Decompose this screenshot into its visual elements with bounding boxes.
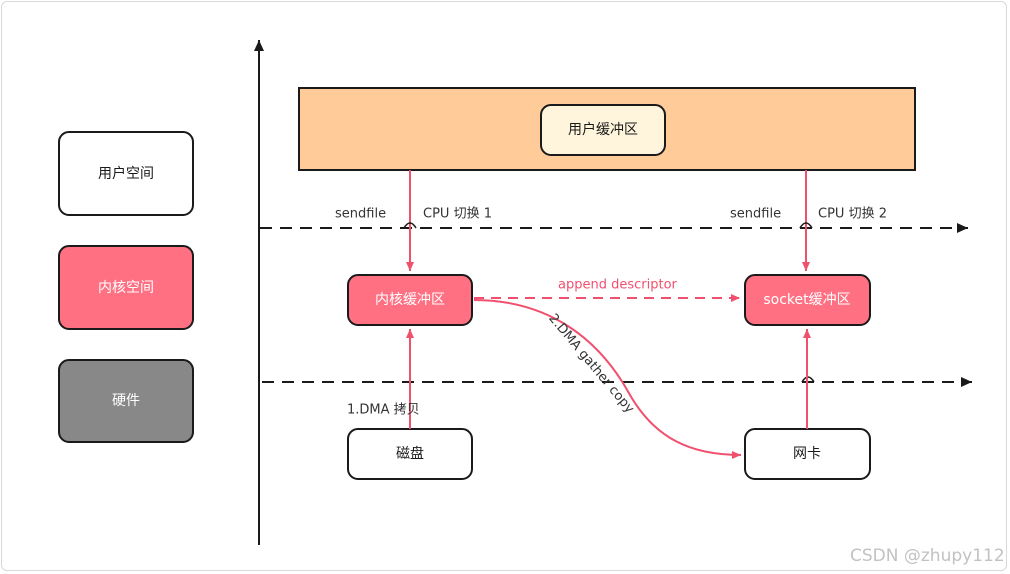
- kernel-buffer-node: 内核缓冲区: [347, 274, 473, 326]
- dma-copy-label: 1.DMA 拷贝: [347, 403, 420, 418]
- nic-node: 网卡: [744, 428, 871, 480]
- dma-gather-copy-curve: [473, 299, 742, 459]
- user-buffer-node: 用户缓冲区: [540, 104, 666, 156]
- socket-buffer-node: socket缓冲区: [744, 274, 871, 326]
- legend-user-space: 用户空间: [58, 131, 194, 216]
- cpu-switch-label-2: CPU 切换 2: [818, 207, 887, 222]
- append-descriptor-label: append descriptor: [558, 278, 678, 293]
- svg-text:socket缓冲区: socket缓冲区: [763, 292, 850, 308]
- svg-text:内核缓冲区: 内核缓冲区: [375, 292, 445, 308]
- cpu-switch-label-1: CPU 切换 1: [423, 207, 492, 222]
- svg-text:硬件: 硬件: [112, 393, 140, 409]
- crossing-hop-1: [403, 222, 417, 229]
- sendfile-label-1: sendfile: [335, 207, 386, 222]
- legend-hardware: 硬件: [58, 359, 194, 443]
- svg-text:用户缓冲区: 用户缓冲区: [568, 121, 638, 138]
- legend-kernel-space: 内核空间: [58, 245, 194, 330]
- svg-text:磁盘: 磁盘: [396, 445, 424, 462]
- sendfile-label-2: sendfile: [730, 207, 781, 222]
- svg-text:内核空间: 内核空间: [98, 280, 154, 296]
- disk-node: 磁盘: [347, 428, 473, 480]
- dma-gather-copy-label: 2.DMA gather copy: [545, 311, 637, 416]
- crossing-hop-2: [799, 222, 813, 229]
- svg-text:用户空间: 用户空间: [98, 165, 154, 182]
- watermark: CSDN @zhupy112: [850, 546, 1005, 566]
- svg-text:网卡: 网卡: [793, 446, 821, 462]
